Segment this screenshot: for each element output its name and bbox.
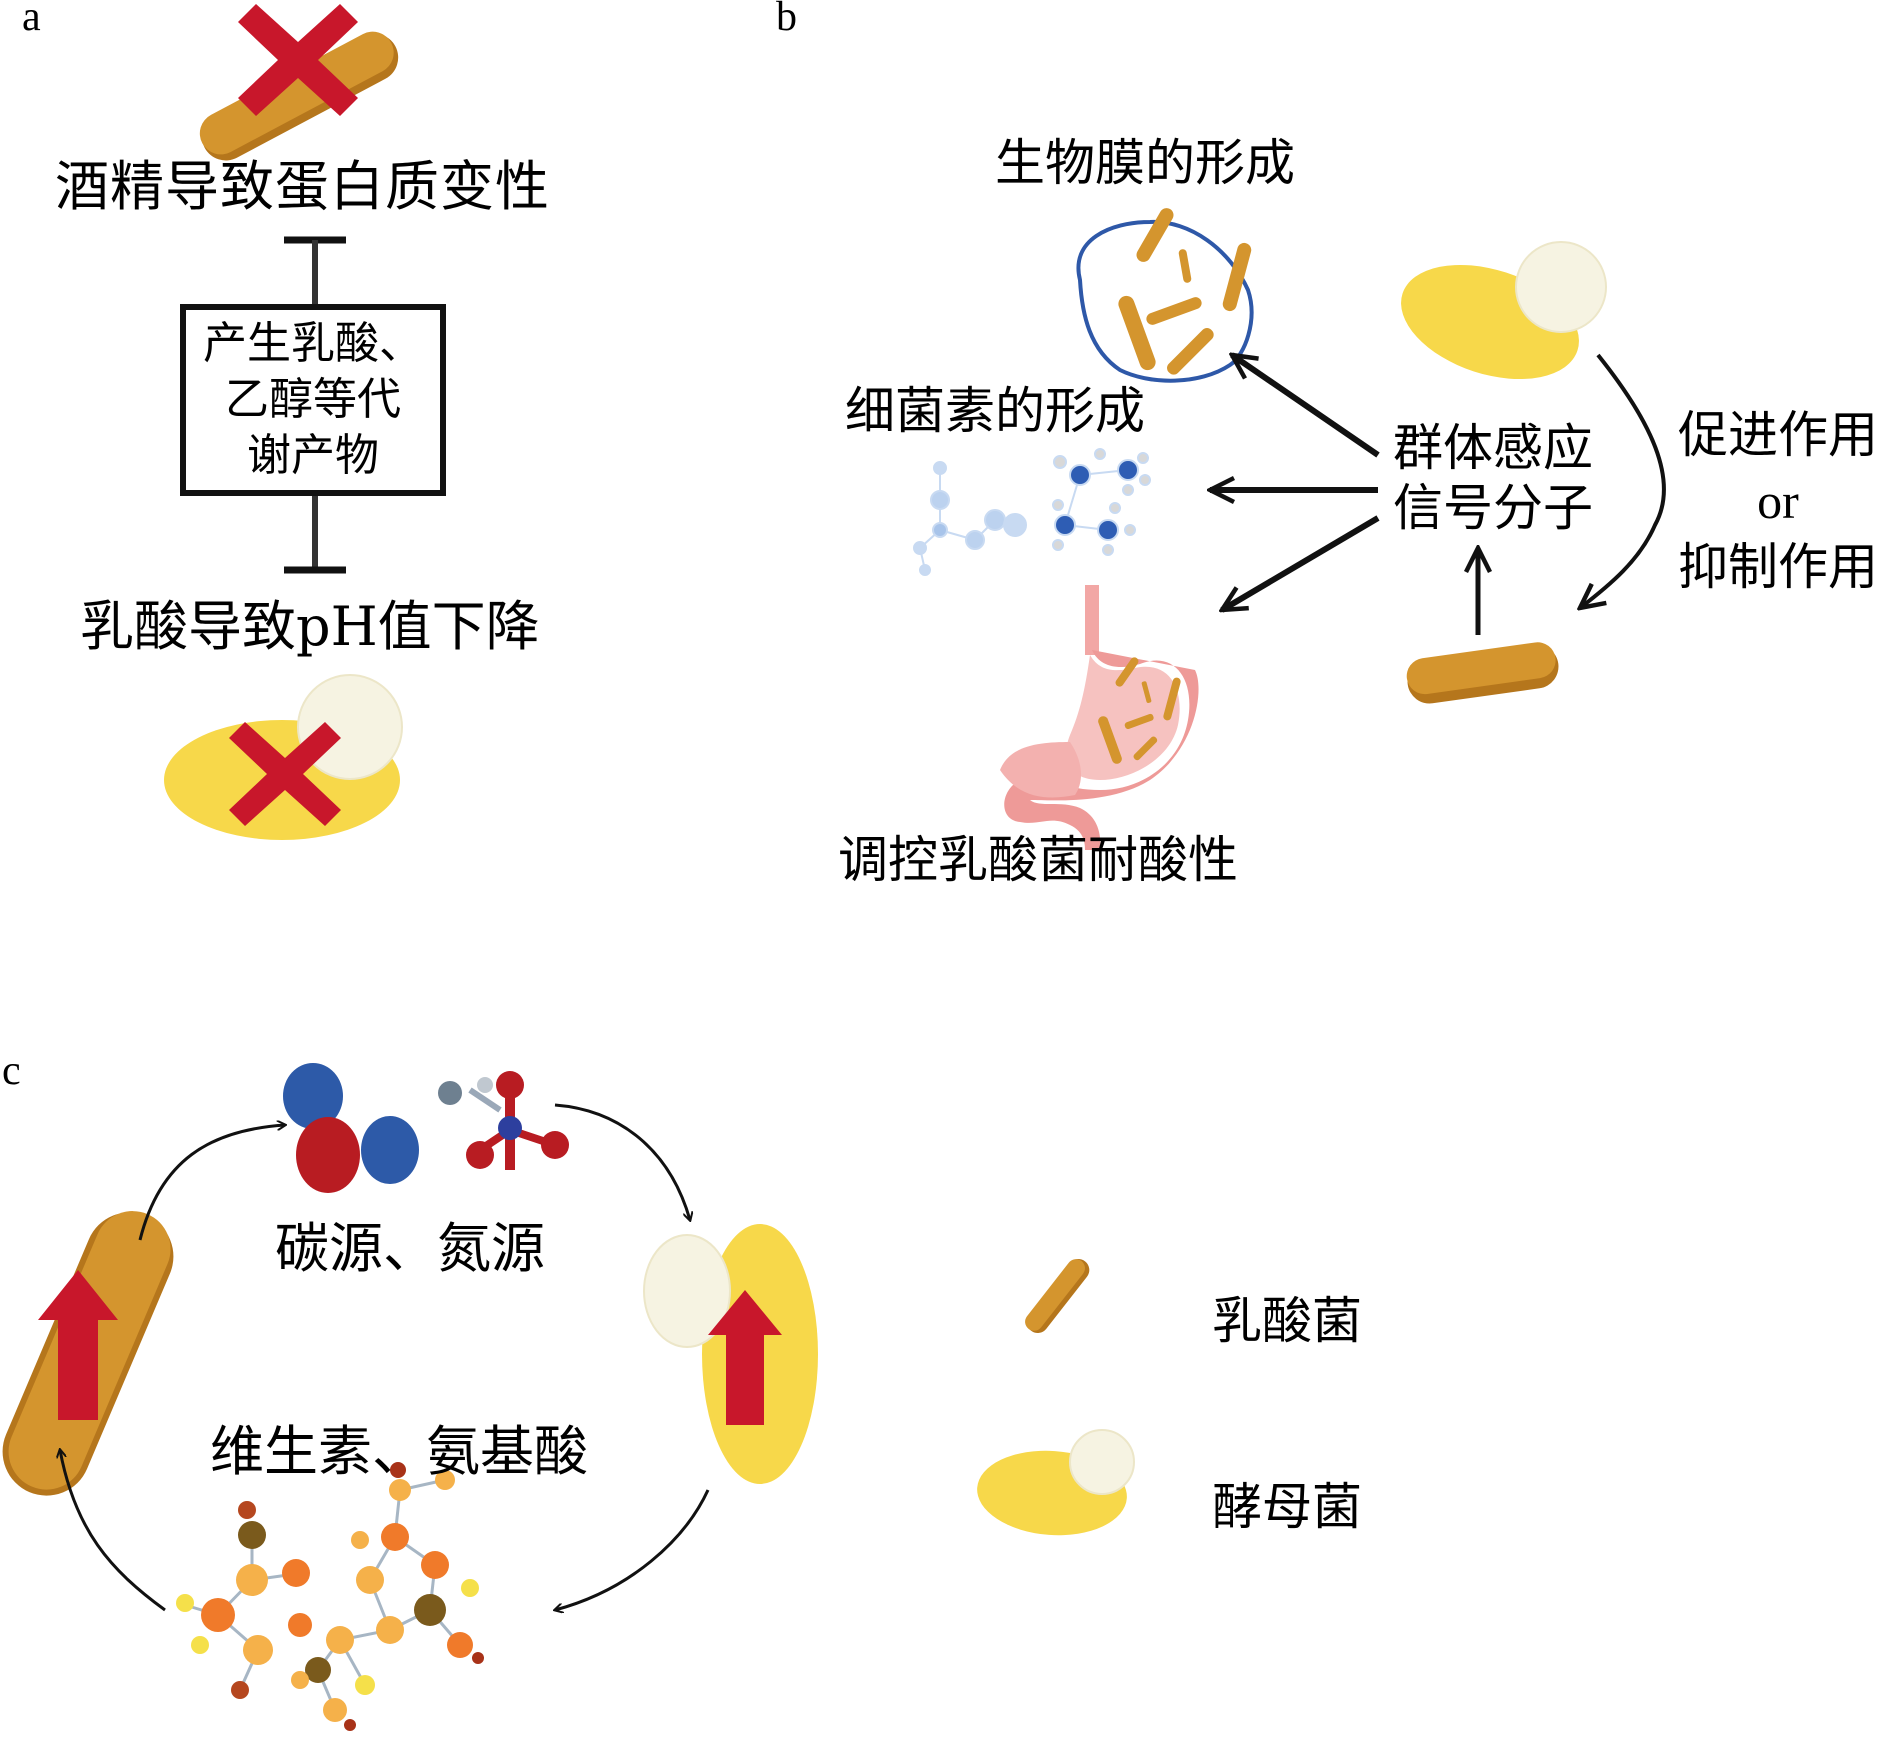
legend-yeast-icon: [977, 1429, 1135, 1536]
alcohol-denatures-protein-label: 酒精导致蛋白质变性: [55, 155, 550, 218]
box-line-1: 产生乳酸、: [203, 318, 423, 369]
exchange-cycle-arrows: [60, 1103, 710, 1612]
red-cross-icon: [229, 722, 341, 826]
arrow-nitrogen-to-yeast: [554, 1103, 690, 1220]
arrow-rod-to-carbon: [138, 1125, 285, 1241]
box-line-2: 乙醇等代: [225, 374, 401, 425]
arrow-yeast-to-vitamin: [555, 1489, 710, 1610]
nitrogen-source-molecule-icon: [438, 1071, 569, 1170]
quorum-sensing-line-1: 群体感应: [1393, 419, 1593, 477]
arrow-to-biofilm: [1232, 355, 1380, 458]
inhibition-bar-bottom-icon: [284, 496, 346, 574]
bacteriocin-molecule-light-icon: [913, 461, 1027, 576]
lactic-acid-lowers-ph-label: 乳酸导致pH值下降: [80, 595, 540, 658]
or-label: or: [1757, 473, 1799, 529]
quorum-sensing-signal-label: 群体感应 信号分子: [1393, 418, 1593, 538]
carbon-nitrogen-source-label: 碳源、氮源: [275, 1217, 545, 1280]
up-arrow-increase-icon: [708, 1290, 782, 1425]
signal-arrows: [1210, 355, 1478, 635]
vitamin-amino-acid-label: 维生素、氨基酸: [210, 1420, 588, 1483]
box-line-3: 谢产物: [247, 430, 379, 481]
up-arrow-increase-icon: [38, 1270, 118, 1420]
carbon-source-molecule-icon: [283, 1063, 419, 1193]
promote-effect-label: 促进作用: [1678, 406, 1878, 464]
panel-a-yeast-with-cross-icon: [164, 674, 403, 840]
acid-tolerance-regulation-label: 调控乳酸菌耐酸性: [838, 831, 1238, 889]
promote-or-inhibit-label: 促进作用 or 抑制作用: [1665, 402, 1890, 600]
stomach-icon: [1000, 585, 1199, 850]
bacteriocin-formation-label: 细菌素的形成: [845, 382, 1145, 440]
panel-b-yeast-icon: [1401, 241, 1607, 380]
curved-arrow-yeast-to-rod: [1580, 353, 1666, 608]
metabolites-box: 产生乳酸、 乙醇等代 谢产物: [180, 304, 446, 496]
legend-yeast-label: 酵母菌: [1212, 1478, 1362, 1536]
panel-a-rod-with-cross-icon: [199, 4, 399, 161]
arrow-to-acid-tolerance: [1222, 515, 1380, 613]
arrow-vitamin-to-rod: [60, 1450, 166, 1612]
quorum-sensing-line-2: 信号分子: [1393, 479, 1593, 537]
bacteriocin-molecule-dark-icon: [1052, 448, 1151, 556]
panel-b-rod-icon: [1406, 642, 1559, 704]
inhibit-effect-label: 抑制作用: [1678, 538, 1878, 596]
inhibition-bar-top-icon: [284, 236, 346, 304]
panel-label-a: a: [22, 0, 41, 40]
panel-label-c: c: [2, 1048, 21, 1094]
legend-rod-icon: [1025, 1258, 1090, 1334]
biofilm-formation-label: 生物膜的形成: [995, 134, 1295, 192]
biofilm-icon: [1076, 208, 1254, 383]
legend-lactic-acid-bacteria-label: 乳酸菌: [1212, 1292, 1362, 1350]
panel-label-b: b: [776, 0, 797, 40]
vitamin-amino-acid-molecule-icon: [176, 1462, 484, 1731]
red-cross-icon: [238, 4, 358, 116]
